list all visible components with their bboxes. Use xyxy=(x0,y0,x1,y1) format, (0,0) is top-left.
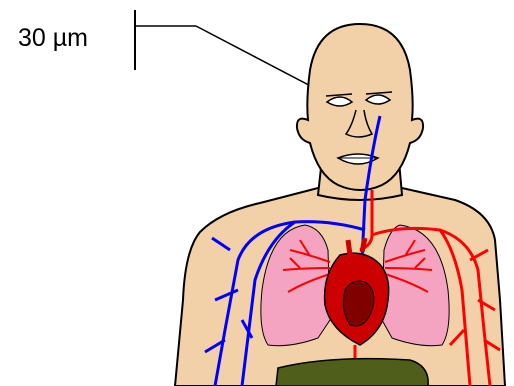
head xyxy=(297,24,423,190)
